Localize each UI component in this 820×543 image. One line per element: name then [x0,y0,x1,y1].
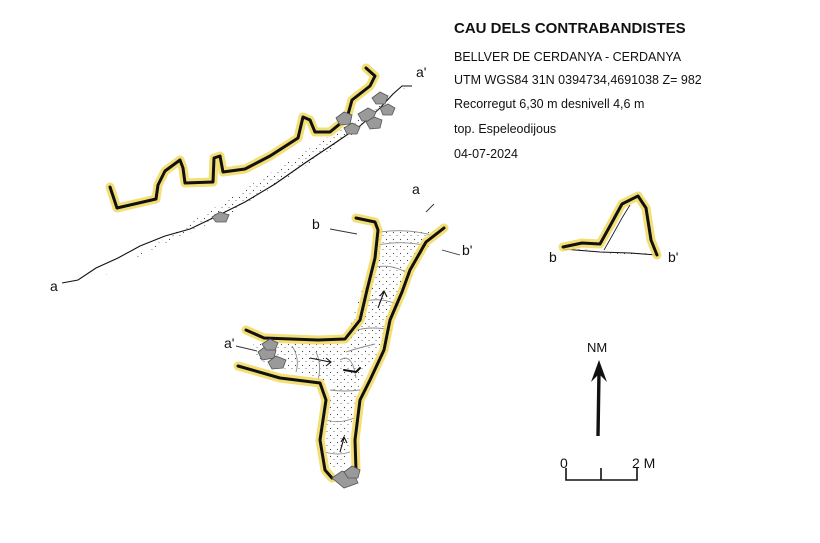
boulder [343,465,361,479]
scale-label-end: 2 M [632,455,655,471]
boulder [379,103,396,116]
cross-section-inner-line [603,204,631,251]
date-text: 04-07-2024 [454,147,518,161]
contour-line [329,389,361,392]
cross-section-floor [562,248,658,256]
boulder [365,116,383,130]
slope-arrow [339,435,348,453]
cross-section: b b' [549,191,678,265]
boulder [343,122,361,135]
coordinates-text: UTM WGS84 31N 0394734,4691038 Z= 982 [454,73,702,87]
leader-line-a [425,203,435,213]
scale-bar: 0 2 M [560,455,655,481]
cross-section-label-right: b' [668,249,678,265]
contour-line [345,343,376,353]
boulder [261,338,279,351]
location-text: BELLVER DE CERDANYA - CERDANYA [454,50,682,64]
boulder [357,107,377,122]
contour-line [315,351,321,381]
scale-label-start: 0 [560,455,568,471]
plan-label-a-prime: a' [224,335,234,351]
plan-left-lower-wall [236,364,334,480]
boulder [335,111,353,126]
north-label: NM [587,340,607,355]
contour-line [324,451,351,455]
profile-section: a a' [50,63,426,294]
contour-line [325,417,355,423]
topographers-text: top. Espeleodijous [454,122,556,136]
plan-right-wall [353,226,446,472]
scale-bar-line [565,468,638,481]
contour-line [291,345,298,373]
plan-boulders [257,338,361,489]
cross-section-label-left: b [549,249,557,265]
profile-label-end: a' [416,64,426,80]
plan-slope-arrows [309,289,388,453]
boulder [211,211,230,223]
plan-left-upper-wall [244,216,380,342]
cave-title: CAU DELS CONTRABANDISTES [454,20,686,37]
contour-line [339,357,357,379]
plan-label-a: a [412,181,420,197]
leader-line-b [329,228,358,235]
plan-floor-fill [250,229,440,470]
cross-section-wall [561,194,659,257]
plan-label-b-prime: b' [462,242,472,258]
north-arrow: NM [587,340,607,437]
survey-stats-text: Recorregut 6,30 m desnivell 4,6 m [454,97,644,111]
profile-label-start: a [50,278,58,294]
north-arrow-shaft [596,371,601,437]
leader-line-b-prime [441,249,461,256]
boulder [371,91,389,105]
leader-line-a-prime [235,345,258,352]
north-arrow-head [591,360,607,382]
slope-arrow [309,357,332,367]
profile-boulders [211,91,396,223]
plan-label-b: b [312,216,320,232]
plan-section: b a b' a' [224,181,472,489]
step-mark [343,367,361,373]
boulder [267,355,287,370]
slope-arrow [377,289,388,309]
